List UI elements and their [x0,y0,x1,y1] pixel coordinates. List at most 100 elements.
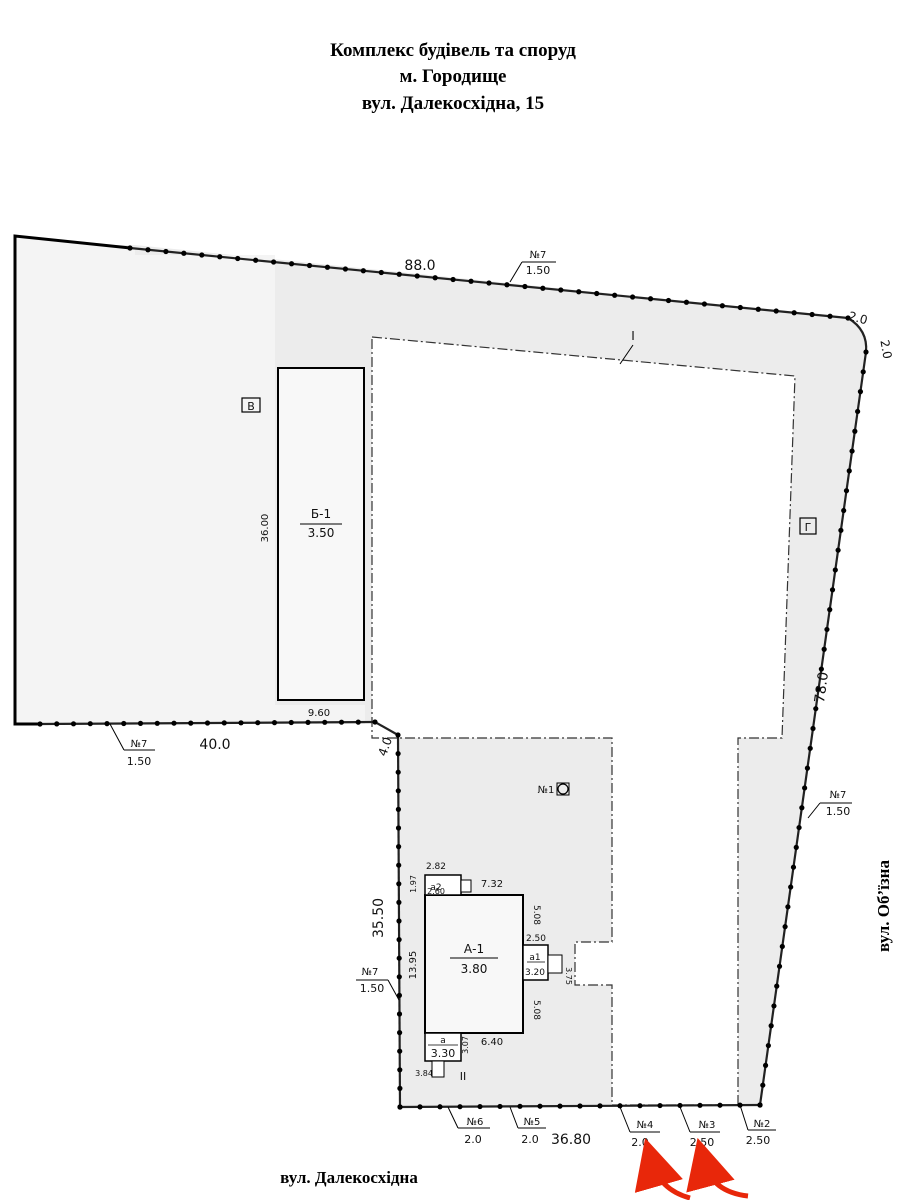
dim-a1-top: 7.32 [481,879,503,890]
fence-post [577,1103,583,1109]
plot-v [15,236,365,724]
fence-n3-no: №3 [699,1120,716,1131]
fence-post [737,304,743,311]
fence-post [396,1011,403,1017]
fence-post [843,488,850,494]
fence-callout-n5: №5 2.0 [509,1106,546,1146]
plan-title-line3: вул. Далекосхідна, 15 [361,93,545,114]
fence-post [355,719,361,725]
fence-post [657,1102,663,1109]
fence-callout-n3: №3 2.50 [679,1106,720,1149]
fence-post [788,884,794,890]
fence-post [221,720,227,726]
fence-post [395,788,401,794]
fence-post [813,706,819,712]
fence-post [324,264,331,270]
fence-post [397,1030,403,1036]
fence-post [762,1062,769,1068]
fence-dots [37,245,869,1110]
well-icon [557,783,569,795]
fence-n6-h: 2.0 [464,1133,482,1146]
dim-a1-bottom: 6.40 [481,1037,503,1048]
fence-post [87,721,93,727]
fence-post [665,297,672,304]
fence-post [637,1103,643,1109]
fence-post [821,646,827,652]
fence-post [396,899,402,906]
building-a1-name: А-1 [464,942,484,956]
courtyard [371,336,796,1106]
dim-north: 88.0 [404,258,435,274]
fence-post [104,721,110,727]
fence-post [765,1042,771,1049]
plan-title-line1: Комплекс будівель та споруд [330,40,576,61]
fence-post [558,287,564,293]
fence-post [760,1082,766,1088]
fence-post [804,765,811,771]
annex-a1-name: а1 [529,953,540,963]
fence-post [719,303,725,309]
fence-post [414,273,420,279]
boundary-west [13,234,131,726]
fence-post [253,257,259,263]
fence-n7-west-no: №7 [362,967,379,978]
building-b1-name: Б-1 [311,507,331,521]
fence-post [188,720,194,726]
fence-n7-right-h: 1.50 [826,805,851,818]
building-b1-height: 3.50 [308,526,335,540]
fence-post [809,311,815,318]
building-b1-length: 36.00 [260,514,271,543]
fence-post [396,992,402,999]
fence-post [537,1103,543,1109]
fence-post [849,448,855,454]
fence-post [288,719,294,726]
fence-post [395,769,401,775]
fence-post [396,271,402,277]
fence-post [863,349,869,355]
zone-g-label: Г [805,521,812,534]
fence-post [70,721,77,727]
plan-title-line2: м. Городище [399,66,507,87]
dim-a1-right-a: 5.08 [531,905,541,925]
fence-post [486,280,492,286]
building-b1-width: 9.60 [308,708,330,719]
fence-post [432,275,438,281]
porch-a [431,1060,445,1078]
fence-post [306,262,313,269]
fence-post [396,955,402,961]
fence-post [37,721,43,727]
fence-post [846,468,852,474]
dim-a1-right-b: 5.08 [531,1000,541,1020]
fence-post [127,245,133,251]
fence-post [468,278,474,284]
fence-post [238,720,244,726]
fence-post [647,296,654,302]
fence-post [768,1023,774,1029]
porch-a1 [547,954,563,974]
fence-post [818,666,824,672]
fence-post [235,255,241,262]
fence-post [791,310,797,316]
fence-post [802,785,808,791]
fence-post [683,299,690,305]
dim-east: 78.0 [812,671,832,704]
dim-250: 2.50 [526,934,546,944]
dim-south-bottom: 36.80 [551,1132,591,1148]
zone-v-label: В [247,400,255,413]
fence-post [305,719,311,726]
building-b1 [277,367,365,701]
fence-post [338,719,345,725]
fence-post [171,720,177,726]
fence-post [594,290,600,297]
zone-i-label: I [631,329,635,343]
dim-260: 2.60 [427,887,445,896]
fence-post [677,1102,683,1109]
fence-post [342,266,348,272]
fence-post [395,751,401,757]
fence-post [857,389,864,395]
building-a1-height: 3.80 [461,962,488,976]
fence-post [378,269,384,276]
fence-post [145,247,151,253]
fence-n7-top-no: №7 [530,250,547,261]
fence-n7-right-no: №7 [830,790,847,801]
